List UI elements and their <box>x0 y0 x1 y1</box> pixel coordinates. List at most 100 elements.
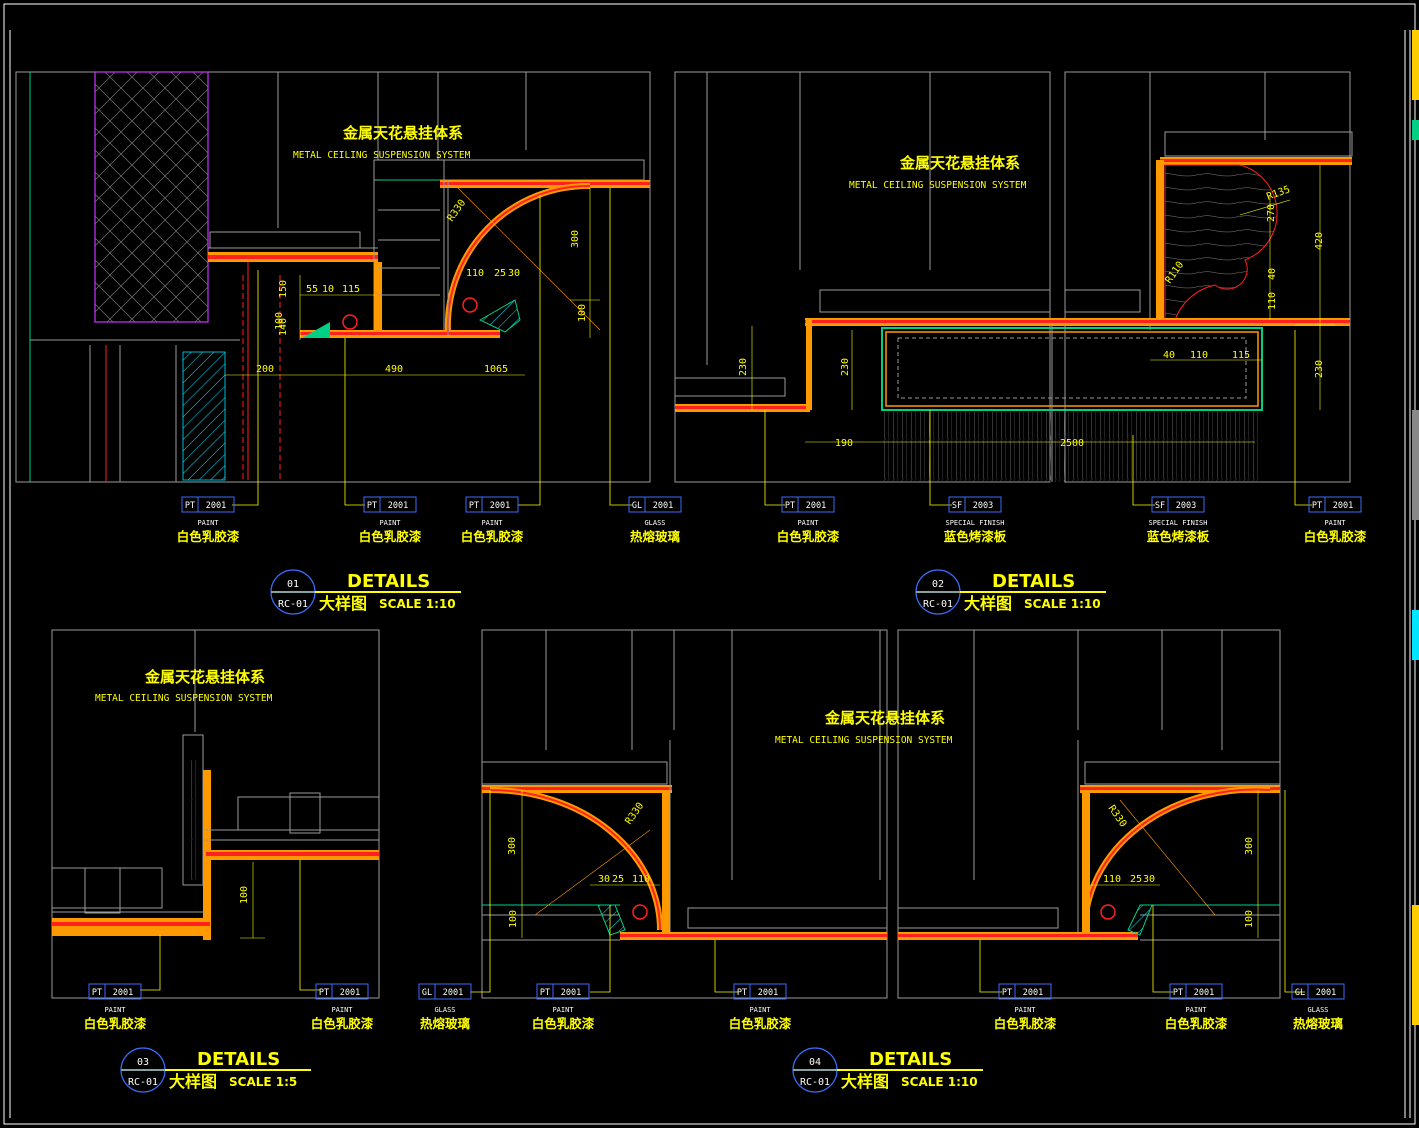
dimension-label: R330 <box>445 198 468 224</box>
dimension-label: 100 <box>239 886 250 904</box>
detail-scale: SCALE 1:10 <box>901 1075 978 1089</box>
dimension-label: 25 <box>1130 874 1142 885</box>
detail-number: 02 <box>932 579 944 590</box>
dimension-label: R330 <box>1106 803 1129 829</box>
material-number: 2001 <box>113 988 133 998</box>
dimension-label: 300 <box>570 230 581 248</box>
panel-01-title-en: METAL CEILING SUSPENSION SYSTEM <box>293 150 471 161</box>
detail-label: DETAILS <box>197 1049 280 1070</box>
material-number: 2001 <box>1194 988 1214 998</box>
dimension-label: 230 <box>1314 360 1325 378</box>
dimension-label: 25 <box>612 874 624 885</box>
detail-02-drawing <box>674 71 1353 506</box>
material-number: 2001 <box>443 988 463 998</box>
dimension-label: 150 <box>278 280 289 298</box>
material-number: 2003 <box>1176 501 1196 511</box>
material-name-en: GLASS <box>434 1006 455 1014</box>
detail-04-drawing <box>470 629 1305 999</box>
detail-label: DETAILS <box>347 571 430 592</box>
panel-04-title-en: METAL CEILING SUSPENSION SYSTEM <box>775 735 953 746</box>
dimension-label: 110 <box>632 874 650 885</box>
material-code: PT <box>1002 988 1012 998</box>
material-code: PT <box>185 501 195 511</box>
panel-03-title-en: METAL CEILING SUSPENSION SYSTEM <box>95 693 273 704</box>
dimension-label: 300 <box>1244 837 1255 855</box>
detail-sheet-ref: RC-01 <box>278 599 308 610</box>
material-name-cn: 热熔玻璃 <box>630 529 681 544</box>
panel-04-title-cn: 金属天花悬挂体系 <box>824 709 945 727</box>
material-name-cn: 白色乳胶漆 <box>177 529 240 544</box>
detail-label-cn: 大样图 <box>169 1072 217 1091</box>
material-name-en: SPECIAL FINISH <box>945 519 1004 527</box>
material-code: PT <box>92 988 102 998</box>
dimension-label: 190 <box>835 438 853 449</box>
detail-label: DETAILS <box>992 571 1075 592</box>
dimension-label: 110 <box>1190 350 1208 361</box>
material-name-en: PAINT <box>552 1006 574 1014</box>
dimension-label: 100 <box>1244 910 1255 928</box>
dimension-label: 100 <box>508 910 519 928</box>
material-name-en: PAINT <box>749 1006 771 1014</box>
dimension-label: 420 <box>1314 232 1325 250</box>
dimension-label: 2500 <box>1060 438 1084 449</box>
dimension-label: 300 <box>507 837 518 855</box>
material-name-cn: 白色乳胶漆 <box>84 1016 147 1031</box>
material-code: GL <box>1295 988 1305 998</box>
material-name-en: PAINT <box>197 519 219 527</box>
material-name-en: PAINT <box>1014 1006 1036 1014</box>
material-name-cn: 白色乳胶漆 <box>729 1016 792 1031</box>
material-code: PT <box>367 501 377 511</box>
material-name-cn: 白色乳胶漆 <box>311 1016 374 1031</box>
material-code: PT <box>1173 988 1183 998</box>
material-name-cn: 热熔玻璃 <box>420 1016 471 1031</box>
material-number: 2001 <box>1023 988 1043 998</box>
detail-number: 01 <box>287 579 299 590</box>
dimension-label: 10 <box>322 284 334 295</box>
material-name-en: PAINT <box>331 1006 353 1014</box>
material-code: SF <box>952 501 962 511</box>
panel-03-title-cn: 金属天花悬挂体系 <box>144 668 265 686</box>
dimension-label: 110 <box>466 268 484 279</box>
material-code: PT <box>540 988 550 998</box>
material-number: 2001 <box>653 501 673 511</box>
material-number: 2001 <box>1333 501 1353 511</box>
material-code: PT <box>469 501 479 511</box>
material-name-en: PAINT <box>797 519 819 527</box>
material-code: PT <box>319 988 329 998</box>
dimension-label: 115 <box>1232 350 1250 361</box>
material-name-cn: 白色乳胶漆 <box>994 1016 1057 1031</box>
dimension-label: 40 <box>1163 350 1175 361</box>
detail-label-cn: 大样图 <box>841 1072 889 1091</box>
material-number: 2001 <box>388 501 408 511</box>
material-number: 2001 <box>758 988 778 998</box>
material-code: GL <box>632 501 642 511</box>
material-number: 2001 <box>206 501 226 511</box>
detail-sheet-ref: RC-01 <box>800 1077 830 1088</box>
material-name-cn: 热熔玻璃 <box>1293 1016 1344 1031</box>
material-code: SF <box>1155 501 1165 511</box>
material-name-en: GLASS <box>1307 1006 1328 1014</box>
detail-sheet-ref: RC-01 <box>128 1077 158 1088</box>
detail-scale: SCALE 1:10 <box>379 597 456 611</box>
material-code: PT <box>785 501 795 511</box>
dimension-label: 40 <box>1267 268 1278 280</box>
material-name-en: SPECIAL FINISH <box>1148 519 1207 527</box>
material-name-en: PAINT <box>379 519 401 527</box>
material-number: 2001 <box>806 501 826 511</box>
dimension-label: 30 <box>508 268 520 279</box>
dimension-label: 10 <box>484 364 496 375</box>
